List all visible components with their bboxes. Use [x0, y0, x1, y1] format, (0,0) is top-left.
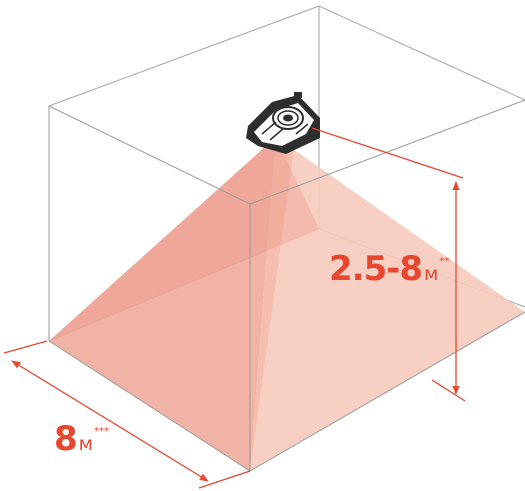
width-footnote-mark: *** — [94, 426, 110, 437]
height-extension-bottom — [431, 379, 466, 402]
height-unit: м — [424, 263, 439, 285]
laser-level-device-icon — [246, 92, 320, 154]
laser-beam — [49, 137, 525, 471]
height-extension-top — [311, 127, 464, 179]
width-arrow — [11, 360, 209, 482]
beam-face-center — [250, 137, 295, 471]
beam-face-left — [49, 137, 276, 471]
width-extension-left — [3, 340, 48, 354]
width-value: 8 — [54, 419, 78, 459]
height-value: 2.5-8 — [329, 249, 423, 289]
width-unit: м — [78, 433, 94, 455]
back-wall-outline — [48, 5, 525, 107]
beam-rear-face — [49, 137, 319, 341]
height-dimension — [311, 127, 466, 402]
width-dimension — [3, 340, 251, 489]
width-extension-right — [198, 470, 251, 489]
height-footnote-mark: ** — [439, 256, 450, 267]
beam-face-right — [250, 137, 525, 471]
